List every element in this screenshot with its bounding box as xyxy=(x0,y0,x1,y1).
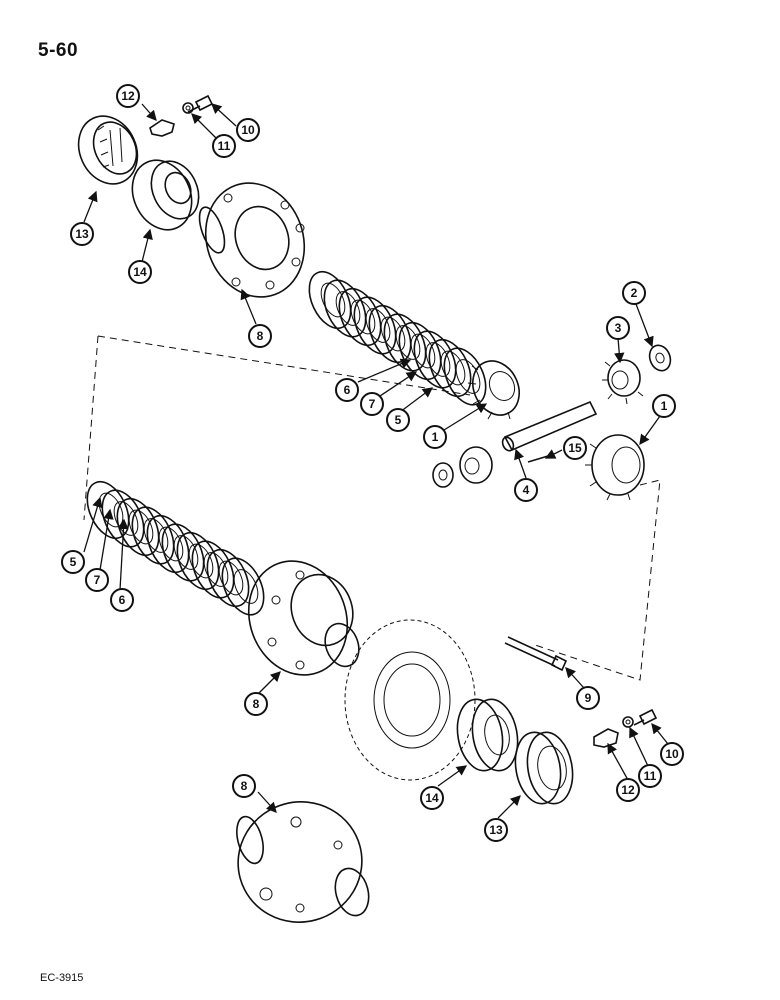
ring-gear xyxy=(344,619,476,781)
callout-10-top: 10 xyxy=(236,118,260,142)
clutch-disc-pack-bottom xyxy=(86,480,265,616)
svg-text:15: 15 xyxy=(568,441,582,455)
svg-text:10: 10 xyxy=(241,123,255,137)
ring-gear-bolt xyxy=(504,636,568,672)
bearing-top xyxy=(131,159,200,231)
svg-text:6: 6 xyxy=(344,383,351,397)
washer-bottom xyxy=(622,716,634,728)
thrust-washer-upper xyxy=(648,344,672,372)
differential-case-half-bottom xyxy=(247,560,360,676)
svg-text:10: 10 xyxy=(665,747,679,761)
svg-text:5: 5 xyxy=(395,413,402,427)
callout-3: 3 xyxy=(606,316,630,340)
pinion-gear-upper xyxy=(602,359,644,405)
seal-ring-bottom xyxy=(514,731,574,805)
pinion-shaft xyxy=(501,400,598,452)
clutch-disc-pack-top xyxy=(308,270,487,406)
svg-text:4: 4 xyxy=(523,483,530,497)
callout-6-bottom: 6 xyxy=(110,588,134,612)
svg-text:13: 13 xyxy=(75,227,89,241)
callout-13-bottom: 13 xyxy=(484,818,508,842)
callout-1-left: 1 xyxy=(423,425,447,449)
callout-4: 4 xyxy=(514,478,538,502)
clutch-disc-bore xyxy=(233,569,259,604)
clutch-disc xyxy=(221,557,265,616)
callout-1-right: 1 xyxy=(652,394,676,418)
svg-text:14: 14 xyxy=(133,265,147,279)
svg-text:12: 12 xyxy=(621,783,635,797)
callout-15: 15 xyxy=(563,436,587,460)
svg-text:3: 3 xyxy=(615,321,622,335)
svg-text:8: 8 xyxy=(253,697,260,711)
drawing-reference-code: EC-3915 xyxy=(40,972,84,984)
washer-top xyxy=(182,102,194,114)
pinion-gear-lower xyxy=(459,446,493,484)
callout-14-bottom: 14 xyxy=(420,786,444,810)
callout-5-top: 5 xyxy=(386,408,410,432)
svg-text:14: 14 xyxy=(425,791,439,805)
callout-12-top: 12 xyxy=(116,84,140,108)
differential-case-assembled xyxy=(236,801,370,923)
side-gear-top xyxy=(467,360,520,420)
svg-text:11: 11 xyxy=(218,139,231,153)
svg-text:9: 9 xyxy=(585,691,592,705)
callout-6-top: 6 xyxy=(335,378,359,402)
seal-ring-top xyxy=(77,115,139,185)
callout-8-middle: 8 xyxy=(244,692,268,716)
svg-text:13: 13 xyxy=(489,823,503,837)
differential-case-half-top xyxy=(198,182,306,298)
thrust-washer-lower xyxy=(432,462,454,488)
assembly-outline xyxy=(83,335,661,681)
callout-7-top: 7 xyxy=(360,392,384,416)
callout-8-top: 8 xyxy=(248,324,272,348)
callout-11-top: 11 xyxy=(212,134,236,158)
callout-9: 9 xyxy=(576,686,600,710)
clutch-disc-bore xyxy=(320,282,346,318)
callout-2: 2 xyxy=(622,281,646,305)
bearing-bottom xyxy=(456,698,519,772)
callout-11-bottom: 11 xyxy=(638,764,662,788)
svg-text:6: 6 xyxy=(119,593,126,607)
svg-text:8: 8 xyxy=(241,779,248,793)
svg-text:2: 2 xyxy=(631,286,638,300)
lock-plate-bottom xyxy=(593,728,619,748)
clutch-disc-bore xyxy=(455,359,481,394)
callout-8-bottom: 8 xyxy=(232,774,256,798)
lock-plate-top xyxy=(149,119,175,137)
clutch-disc-bore xyxy=(98,492,124,528)
side-gear-right xyxy=(585,434,645,501)
callout-7-bottom: 7 xyxy=(85,568,109,592)
svg-text:7: 7 xyxy=(369,397,376,411)
svg-text:5: 5 xyxy=(70,555,77,569)
callout-5-bottom: 5 xyxy=(61,550,85,574)
page-number: 5-60 xyxy=(38,40,79,61)
callout-12-bottom: 12 xyxy=(616,778,640,802)
svg-text:8: 8 xyxy=(257,329,264,343)
svg-text:1: 1 xyxy=(432,430,439,444)
callout-14-top: 14 xyxy=(128,260,152,284)
callout-10-bottom: 10 xyxy=(660,742,684,766)
svg-text:1: 1 xyxy=(661,399,668,413)
callout-13-top: 13 xyxy=(70,222,94,246)
bolt-bottom xyxy=(633,708,658,726)
roll-pin xyxy=(527,455,549,463)
svg-text:7: 7 xyxy=(94,573,101,587)
svg-text:12: 12 xyxy=(121,89,135,103)
svg-text:11: 11 xyxy=(644,769,657,783)
